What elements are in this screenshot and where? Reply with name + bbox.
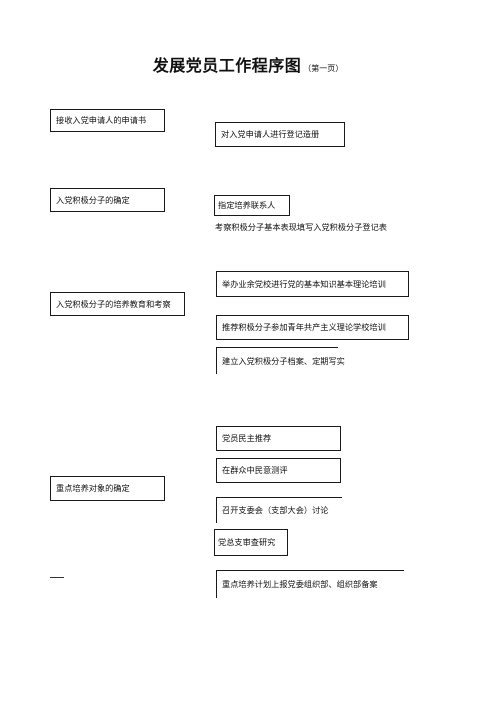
page-title: 发展党员工作程序图（第一页） [0, 52, 496, 76]
title-page-note: （第一页） [303, 64, 344, 73]
step-member-recommend: 党员民主推荐 [216, 426, 341, 451]
step-fill-form: 考察积极分子基本表现填写入党积极分子登记表 [214, 216, 412, 239]
step-register: 对入党申请人进行登记造册 [215, 122, 345, 147]
step-assign-contact: 指定培养联系人 [214, 195, 290, 216]
title-main: 发展党员工作程序图 [152, 56, 302, 75]
stage-activist-training: 入党积极分子的培养教育和考察 [50, 292, 185, 316]
step-party-school-training: 举办业余党校进行党的基本知识基本理论培训 [216, 271, 409, 297]
stage-activist-confirm: 入党积极分子的确定 [50, 188, 165, 212]
step-branch-review: 党总支审查研究 [214, 529, 288, 556]
dash-marker [50, 577, 64, 578]
step-public-survey: 在群众中民意测评 [216, 458, 341, 483]
step-committee-meeting: 召开支委会（支部大会）讨论 [216, 497, 342, 523]
step-youth-theory-school: 推荐积极分子参加青年共产主义理论学校培训 [216, 315, 409, 340]
step-build-archive: 建立入党积极分子档案、定期写实 [216, 347, 345, 374]
stage-key-candidate: 重点培养对象的确定 [50, 476, 165, 501]
step-report-filing: 重点培养计划上报党委组织部、组织部备案 [216, 570, 404, 598]
stage-application: 接收入党申请人的申请书 [50, 109, 165, 132]
